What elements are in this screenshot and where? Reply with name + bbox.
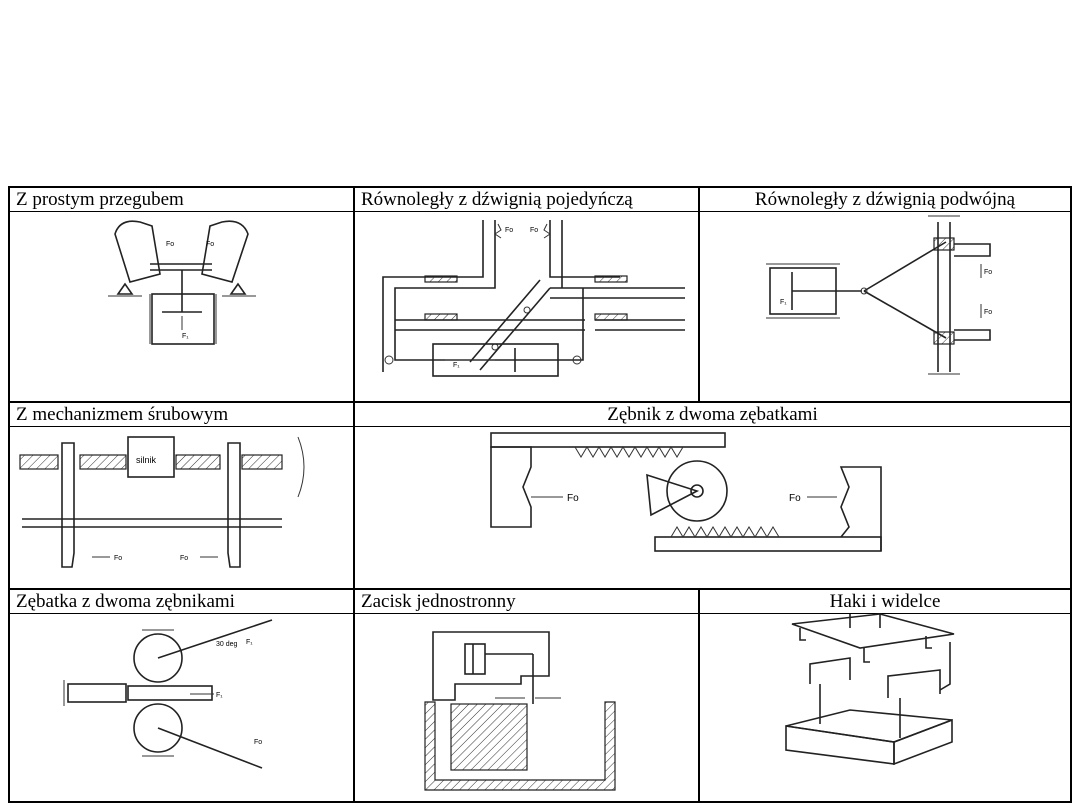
- cell-simple-joint: Z prostym przegubem Fo Fo F₁: [10, 188, 353, 401]
- force-label: Fo: [505, 227, 513, 234]
- angle-label: 30 deg: [216, 641, 238, 648]
- parallel-single-lever-diagram: Fo Fo F₁: [382, 220, 685, 377]
- single-sided-clamp-diagram: [424, 631, 616, 791]
- cell-pinion-two-racks: Zębnik z dwoma zębatkami Fo Fo: [355, 403, 1070, 588]
- force-label: Fo: [114, 555, 122, 562]
- cell-title: Zębnik z dwoma zębatkami: [607, 404, 818, 425]
- cell-title: Z mechanizmem śrubowym: [16, 404, 229, 425]
- cell-rack-two-pinions: Zębatka z dwoma zębnikami 30 deg F₁ F₁ F…: [10, 590, 353, 801]
- simple-joint-gripper-diagram: Fo Fo F₁: [108, 220, 256, 345]
- hooks-and-forks-diagram: [785, 613, 955, 766]
- column-divider: [698, 588, 700, 801]
- pinion-two-racks-diagram: Fo Fo: [490, 432, 882, 552]
- cell-title: Zębatka z dwoma zębnikami: [16, 591, 235, 612]
- force-label: F₁: [182, 333, 189, 340]
- cell-title: Zacisk jednostronny: [361, 591, 516, 612]
- force-label: F₁: [216, 692, 223, 699]
- force-label: Fo: [530, 227, 538, 234]
- header-divider: [10, 211, 1070, 212]
- cell-title: Haki i widelce: [829, 591, 941, 612]
- column-divider: [698, 188, 700, 401]
- force-label: Fo: [206, 241, 214, 248]
- force-label: Fo: [984, 269, 992, 276]
- force-label: F₁: [246, 639, 253, 646]
- screw-mechanism-diagram: silnik Fo Fo: [19, 436, 305, 568]
- force-label: Fo: [254, 739, 262, 746]
- header-divider: [10, 613, 1070, 614]
- gripper-types-table: Z prostym przegubem Fo Fo F₁: [8, 186, 1072, 803]
- column-divider: [353, 188, 355, 401]
- parallel-double-lever-diagram: F₁ Fo Fo: [766, 215, 992, 375]
- row-divider: [10, 401, 1070, 403]
- rack-two-pinions-diagram: 30 deg F₁ F₁ Fo: [63, 619, 273, 769]
- column-divider: [353, 588, 355, 801]
- cell-title: Równoległy z dźwignią podwójną: [754, 189, 1016, 210]
- header-divider: [10, 426, 1070, 427]
- row-divider: [10, 588, 1070, 590]
- cell-single-sided-clamp: Zacisk jednostronny: [355, 590, 698, 801]
- cell-title: Równoległy z dźwignią pojedyńczą: [361, 189, 633, 210]
- column-divider: [353, 401, 355, 588]
- force-label: Fo: [984, 309, 992, 316]
- force-label: Fo: [567, 493, 579, 504]
- force-label: Fo: [166, 241, 174, 248]
- cell-parallel-single-lever: Równoległy z dźwignią pojedyńczą: [355, 188, 698, 401]
- cell-parallel-double-lever: Równoległy z dźwignią podwójną F₁ Fo Fo: [700, 188, 1070, 401]
- cell-hooks-and-forks: Haki i widelce: [700, 590, 1070, 801]
- force-label: F₁: [453, 362, 460, 369]
- force-label: Fo: [180, 555, 188, 562]
- cell-title: Z prostym przegubem: [16, 189, 184, 210]
- cell-screw-mechanism: Z mechanizmem śrubowym silnik Fo Fo: [10, 403, 353, 588]
- force-label: Fo: [789, 493, 801, 504]
- force-label: F₁: [780, 299, 787, 306]
- motor-label: silnik: [136, 455, 157, 465]
